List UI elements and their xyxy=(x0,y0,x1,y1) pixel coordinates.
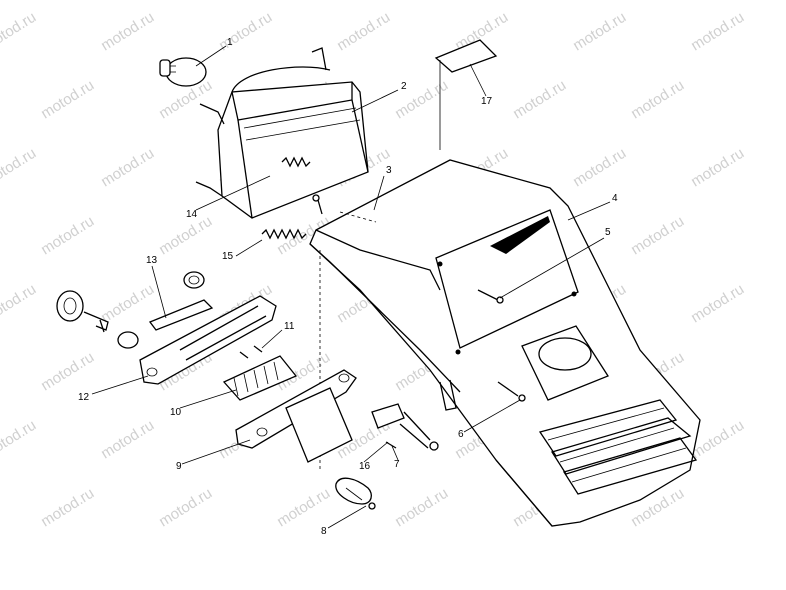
callout-15: 15 xyxy=(222,251,234,262)
bulb-8 xyxy=(335,477,376,510)
callout-16: 16 xyxy=(359,461,371,472)
adjuster-spring-lower xyxy=(261,228,307,240)
callout-12: 12 xyxy=(78,392,90,403)
bracket-plate-13 xyxy=(148,271,214,331)
callout-4: 4 xyxy=(612,193,618,204)
callout-7: 7 xyxy=(394,459,400,470)
callout-6: 6 xyxy=(458,429,464,440)
callout-11: 11 xyxy=(284,321,295,332)
switch-bracket-12 xyxy=(139,295,277,385)
bolt-5 xyxy=(477,289,504,304)
adjuster-spring-upper xyxy=(281,156,311,168)
hood-console xyxy=(309,60,701,527)
leader-lines xyxy=(91,45,611,529)
callout-2: 2 xyxy=(401,81,407,92)
switch-block-10 xyxy=(222,345,298,401)
socket-16 xyxy=(371,403,439,451)
key-switch xyxy=(56,290,139,349)
callout-14: 14 xyxy=(186,209,198,220)
callout-10: 10 xyxy=(170,407,182,418)
headlight-bulb xyxy=(159,57,207,87)
callout-1: 1 xyxy=(227,37,233,48)
screw-3 xyxy=(312,194,323,215)
callout-3: 3 xyxy=(386,165,392,176)
callout-9: 9 xyxy=(176,461,182,472)
headlight-housing xyxy=(195,47,369,219)
callout-17: 17 xyxy=(481,96,493,107)
decal-17 xyxy=(434,39,498,73)
callout-13: 13 xyxy=(146,255,158,266)
screw-6 xyxy=(497,381,526,402)
callout-5: 5 xyxy=(605,227,611,238)
callout-8: 8 xyxy=(321,526,327,537)
lamp-7 xyxy=(385,441,397,449)
